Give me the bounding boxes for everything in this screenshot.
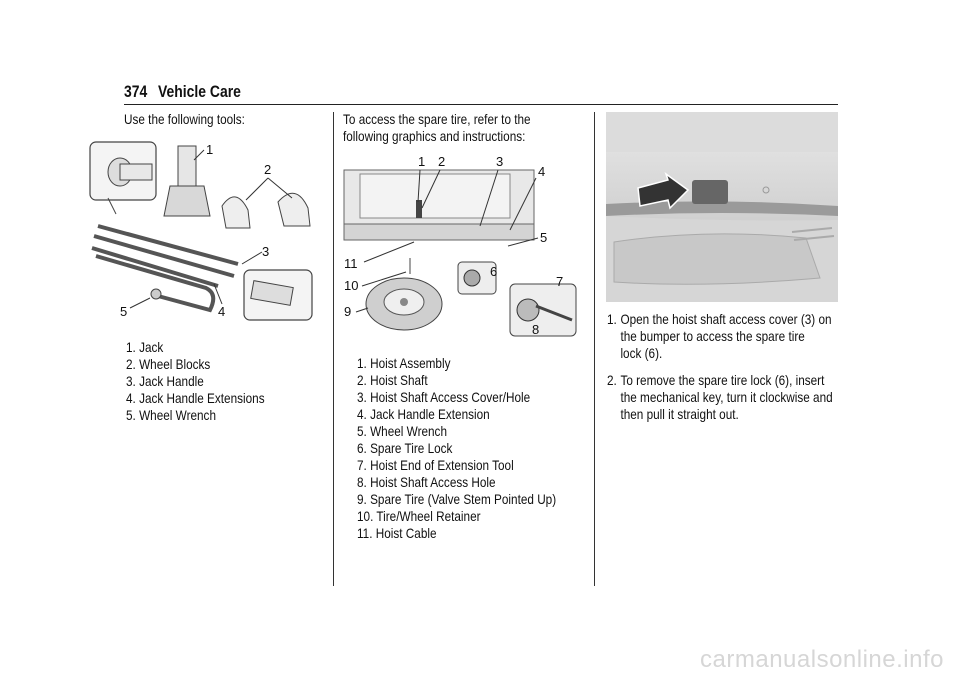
spare-tire-list: 1. Hoist Assembly 2. Hoist Shaft 3. Hois… (357, 355, 587, 542)
list-item: 3. Hoist Shaft Access Cover/Hole (357, 389, 531, 405)
spare-callout-5: 5 (540, 230, 547, 245)
step-text: then pull it straight out. (620, 406, 739, 422)
list-item: 2. Hoist Shaft (357, 372, 428, 388)
tools-illustration: 1 2 3 4 5 (89, 141, 313, 321)
tools-callout-4: 4 (218, 304, 225, 319)
list-item: 5. Wheel Wrench (126, 407, 216, 423)
step-text: To remove the spare tire lock (6), inser… (620, 372, 825, 388)
access-intro-line1: To access the spare tire, refer to the (343, 111, 531, 127)
spare-callout-1: 1 (418, 154, 425, 169)
tools-callout-5: 5 (120, 304, 127, 319)
step-text: the bumper to access the spare tire (620, 328, 805, 344)
page-number: 374 (124, 82, 148, 101)
list-item: 3. Jack Handle (126, 373, 204, 389)
tools-intro: Use the following tools: (124, 111, 245, 127)
step-item: 2. To remove the spare tire lock (6), in… (607, 372, 839, 423)
list-item: 6. Spare Tire Lock (357, 440, 453, 456)
list-item: 5. Wheel Wrench (357, 423, 447, 439)
page-header: 374 Vehicle Care (124, 82, 260, 104)
column-divider-2 (594, 112, 595, 586)
step-text: Open the hoist shaft access cover (3) on (620, 311, 832, 327)
list-item: 4. Jack Handle Extension (357, 406, 490, 422)
spare-callout-4: 4 (538, 164, 545, 179)
tools-list: 1. Jack 2. Wheel Blocks 3. Jack Handle 4… (126, 339, 326, 424)
step-item: 1. Open the hoist shaft access cover (3)… (607, 311, 839, 362)
list-item: 1. Hoist Assembly (357, 355, 451, 371)
spare-callout-6: 6 (490, 264, 497, 279)
spare-callout-9: 9 (344, 304, 351, 319)
list-item: 2. Wheel Blocks (126, 356, 211, 372)
tools-callout-1: 1 (206, 142, 213, 157)
list-item: 4. Jack Handle Extensions (126, 390, 265, 406)
list-item: 7. Hoist End of Extension Tool (357, 457, 514, 473)
step-number: 2. (607, 372, 617, 388)
bumper-photo (606, 112, 838, 302)
header-rule (124, 104, 838, 105)
tools-callout-2: 2 (264, 162, 271, 177)
watermark: carmanualsonline.info (700, 646, 944, 673)
spare-callout-10: 10 (344, 278, 358, 293)
spare-tire-illustration: 1 2 3 4 5 6 7 8 9 10 11 (343, 154, 577, 337)
column-2: To access the spare tire, refer to the f… (343, 111, 587, 145)
list-item: 11. Hoist Cable (357, 525, 437, 541)
spare-callout-11: 11 (344, 256, 358, 271)
spare-callout-7: 7 (556, 274, 563, 289)
column-1: Use the following tools: (124, 111, 324, 136)
column-divider-1 (333, 112, 334, 586)
column-3-steps: 1. Open the hoist shaft access cover (3)… (607, 311, 839, 433)
spare-callout-3: 3 (496, 154, 503, 169)
step-text: lock (6). (620, 345, 663, 361)
step-number: 1. (607, 311, 617, 327)
access-intro-line2: following graphics and instructions: (343, 128, 526, 144)
list-item: 1. Jack (126, 339, 164, 355)
list-item: 8. Hoist Shaft Access Hole (357, 474, 496, 490)
step-text: the mechanical key, turn it clockwise an… (620, 389, 833, 405)
section-title: Vehicle Care (158, 82, 242, 101)
spare-callout-2: 2 (438, 154, 445, 169)
tools-callout-3: 3 (262, 244, 269, 259)
list-item: 10. Tire/Wheel Retainer (357, 508, 481, 524)
spare-callout-8: 8 (532, 322, 539, 337)
list-item: 9. Spare Tire (Valve Stem Pointed Up) (357, 491, 557, 507)
